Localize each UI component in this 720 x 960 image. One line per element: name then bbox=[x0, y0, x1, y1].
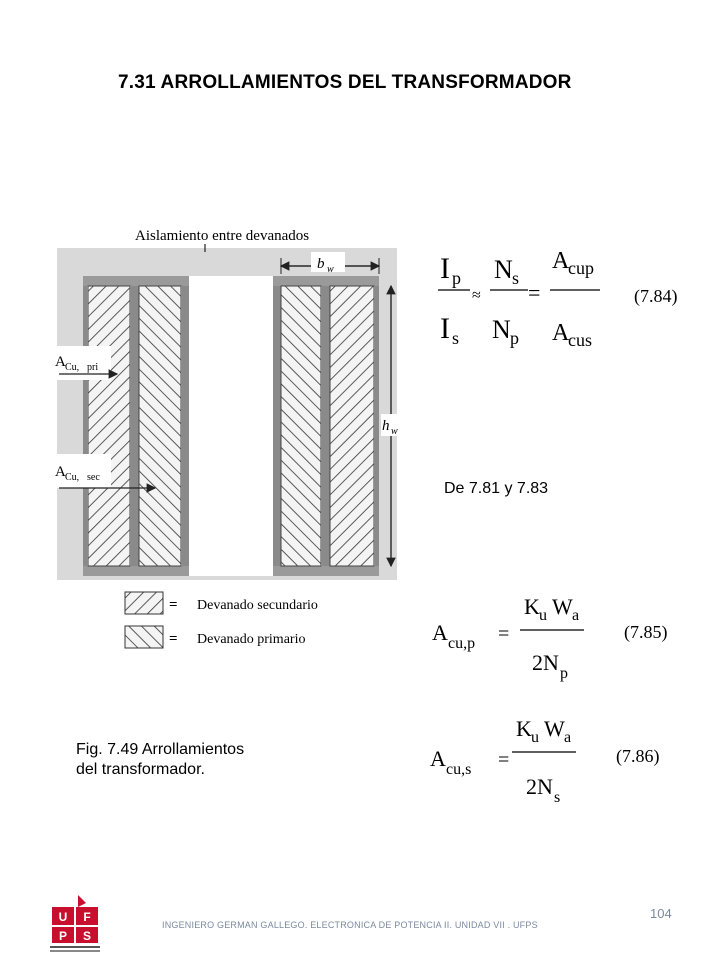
left-inner-wall bbox=[181, 286, 189, 566]
figure-caption: Fig. 7.49 Arrollamientos del transformad… bbox=[76, 740, 244, 780]
eq86-lhs-sub: cu,s bbox=[446, 761, 471, 778]
legend-primary-symbol: = bbox=[169, 631, 178, 647]
eq85-den: 2N bbox=[532, 650, 559, 675]
label-acu-sec: A bbox=[55, 464, 66, 480]
left-primary-winding bbox=[138, 285, 182, 567]
page-title: 7.31 ARROLLAMIENTOS DEL TRANSFORMADOR bbox=[118, 72, 572, 93]
eq84-np: N bbox=[492, 315, 511, 344]
footer-text: INGENIERO GERMAN GALLEGO. ELECTRONICA DE… bbox=[162, 920, 538, 930]
eq86-ku: K bbox=[516, 716, 532, 741]
eq84-acup-sub: cup bbox=[568, 258, 594, 278]
eq86-wa: W bbox=[544, 716, 565, 741]
label-acu-pri: A bbox=[55, 354, 66, 370]
label-hw-sub: w bbox=[391, 426, 398, 437]
eq85-wa-sub: a bbox=[572, 607, 579, 624]
svg-text:U: U bbox=[59, 910, 68, 924]
eq85-equals: = bbox=[498, 623, 509, 645]
legend-secondary-label: Devanado secundario bbox=[197, 598, 318, 613]
eq84-number: (7.84) bbox=[634, 286, 678, 307]
eq85-ku-sub: u bbox=[539, 607, 547, 624]
eq85-ku: K bbox=[524, 594, 540, 619]
equation-7-85: A cu,p = K u W a 2N p (7.85) bbox=[432, 594, 668, 682]
label-acu-sec-sub2: sec bbox=[87, 472, 100, 483]
core-window bbox=[189, 276, 273, 576]
eq84-ns: N bbox=[494, 255, 513, 284]
derivation-note: De 7.81 y 7.83 bbox=[444, 480, 549, 497]
right-secondary-winding bbox=[329, 285, 375, 567]
eq84-np-sub: p bbox=[510, 328, 519, 348]
eq84-acus-sub: cus bbox=[568, 330, 592, 350]
label-acu-sec-sub: Cu, bbox=[65, 472, 79, 483]
eq84-is: I bbox=[440, 312, 450, 345]
eq86-equals: = bbox=[498, 749, 509, 771]
caption-line-1: Fig. 7.49 Arrollamientos bbox=[76, 741, 245, 758]
ufps-logo: U F P S bbox=[50, 895, 100, 952]
svg-text:F: F bbox=[83, 910, 90, 924]
eq84-is-sub: s bbox=[452, 328, 459, 348]
page-number: 104 bbox=[650, 906, 672, 921]
right-insulation bbox=[321, 286, 330, 566]
eq86-number: (7.86) bbox=[616, 746, 660, 767]
left-insulation bbox=[130, 286, 139, 566]
legend-primary-swatch bbox=[124, 625, 164, 649]
transformer-windings-figure: Aislamiento entre devanados b w h w A Cu… bbox=[55, 228, 403, 649]
equation-7-84: I p I s ≈ N s N p = A cup A cus (7.84) bbox=[438, 248, 678, 350]
eq85-lhs: A bbox=[432, 620, 448, 645]
right-primary-winding bbox=[280, 285, 322, 567]
caption-line-2: del transformador. bbox=[76, 761, 205, 778]
eq85-den-sub: p bbox=[560, 665, 568, 682]
right-outer-wall bbox=[374, 286, 379, 566]
eq86-wa-sub: a bbox=[564, 729, 571, 746]
svg-text:S: S bbox=[83, 929, 91, 943]
eq84-equals: = bbox=[528, 280, 540, 305]
eq86-lhs: A bbox=[430, 746, 446, 771]
eq86-den-sub: s bbox=[554, 789, 560, 806]
eq84-ip: I bbox=[440, 252, 450, 285]
left-outer-wall bbox=[83, 286, 88, 566]
legend-secondary-symbol: = bbox=[169, 597, 178, 613]
label-aislamiento: Aislamiento entre devanados bbox=[135, 228, 309, 244]
right-inner-wall bbox=[273, 286, 281, 566]
left-secondary-winding bbox=[87, 285, 131, 567]
eq85-lhs-sub: cu,p bbox=[448, 635, 475, 652]
eq84-acup: A bbox=[552, 248, 570, 274]
label-hw: h bbox=[382, 418, 390, 434]
eq85-wa: W bbox=[552, 594, 573, 619]
eq84-acus: A bbox=[552, 320, 570, 346]
legend-secondary-swatch bbox=[124, 591, 164, 615]
legend-primary-label: Devanado primario bbox=[197, 632, 305, 647]
label-acu-pri-sub2: pri bbox=[87, 362, 98, 373]
eq86-ku-sub: u bbox=[531, 729, 539, 746]
label-bw: b bbox=[317, 256, 325, 272]
eq84-ns-sub: s bbox=[512, 268, 519, 288]
eq84-ip-sub: p bbox=[452, 268, 461, 288]
svg-text:P: P bbox=[59, 929, 67, 943]
eq86-den: 2N bbox=[526, 774, 553, 799]
eq85-number: (7.85) bbox=[624, 622, 668, 643]
equation-7-86: A cu,s = K u W a 2N s (7.86) bbox=[430, 716, 660, 806]
eq84-approx: ≈ bbox=[472, 287, 481, 304]
label-bw-sub: w bbox=[327, 264, 334, 275]
label-acu-pri-sub: Cu, bbox=[65, 362, 79, 373]
